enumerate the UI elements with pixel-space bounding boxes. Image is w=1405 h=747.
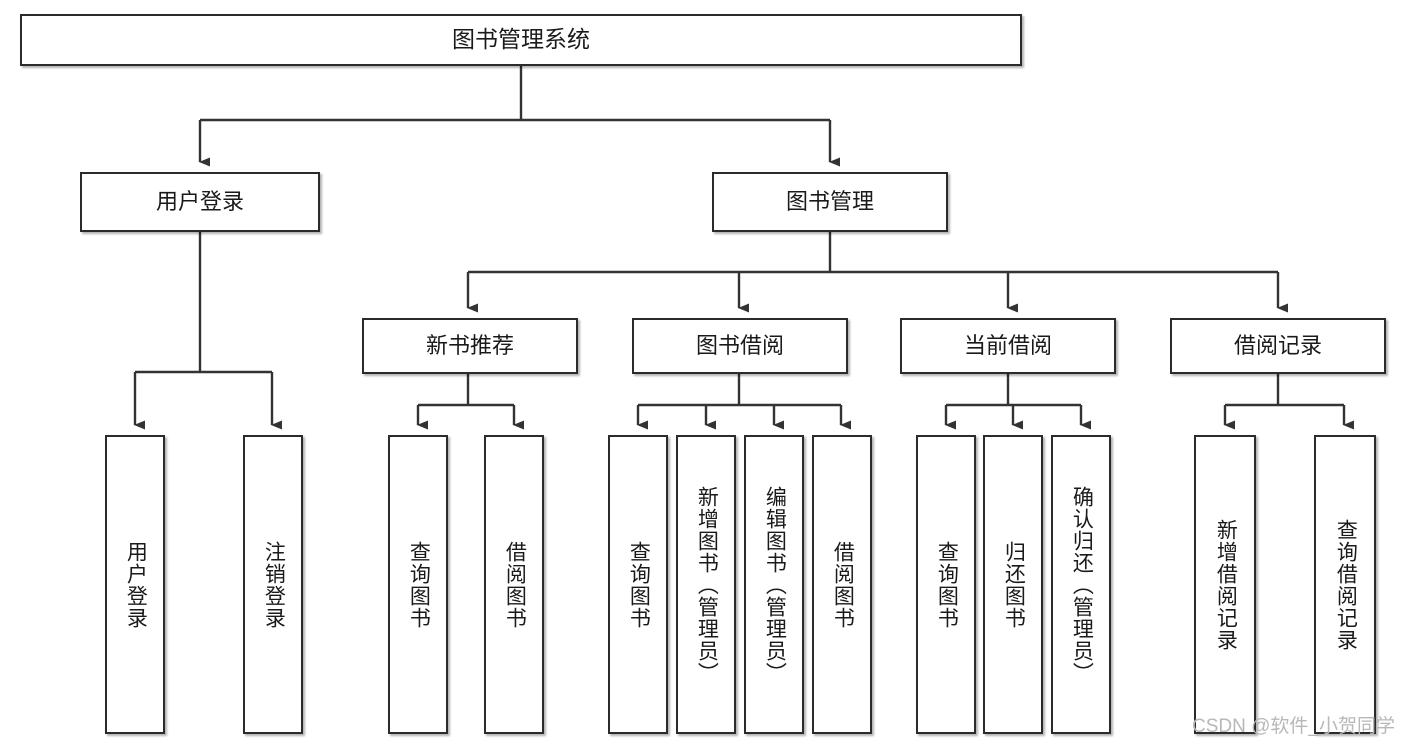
node-label: 归还图书: [1002, 540, 1026, 629]
node-label: 图书管理系统: [452, 26, 590, 53]
leaf-query-book-current[interactable]: 查询图书: [916, 435, 976, 734]
node-book-borrow[interactable]: 图书借阅: [632, 318, 848, 374]
node-user-login[interactable]: 用户登录: [80, 172, 320, 232]
leaf-query-borrow-record[interactable]: 查询借阅记录: [1314, 435, 1376, 734]
node-label: 新增图书（管理员）: [695, 485, 719, 684]
node-label: 当前借阅: [963, 332, 1052, 358]
leaf-query-book-borrow[interactable]: 查询图书: [608, 435, 668, 734]
node-book-management-system[interactable]: 图书管理系统: [20, 14, 1022, 66]
node-label: 图书管理: [785, 188, 874, 214]
leaf-query-book-recommend[interactable]: 查询图书: [388, 435, 448, 734]
node-label: 用户登录: [124, 540, 148, 629]
leaf-edit-book-admin[interactable]: 编辑图书（管理员）: [744, 435, 804, 734]
node-book-management[interactable]: 图书管理: [712, 172, 948, 232]
watermark-text: CSDN @软件_小贺同学: [1192, 716, 1395, 737]
node-label: 借阅图书: [503, 540, 527, 629]
node-label: 查询图书: [935, 540, 959, 629]
node-label: 图书借阅: [695, 332, 784, 358]
leaf-borrow-book[interactable]: 借阅图书: [812, 435, 872, 734]
node-label: 查询图书: [627, 540, 651, 629]
node-label: 编辑图书（管理员）: [763, 485, 787, 684]
leaf-add-book-admin[interactable]: 新增图书（管理员）: [676, 435, 736, 734]
node-label: 新书推荐: [425, 332, 514, 358]
node-label: 查询借阅记录: [1334, 518, 1358, 651]
leaf-logout-login[interactable]: 注销登录: [243, 435, 303, 734]
leaf-confirm-return-admin[interactable]: 确认归还（管理员）: [1051, 435, 1111, 734]
node-new-book-recommend[interactable]: 新书推荐: [362, 318, 578, 374]
leaf-user-login[interactable]: 用户登录: [105, 435, 165, 734]
node-label: 注销登录: [262, 540, 286, 629]
leaf-borrow-book-recommend[interactable]: 借阅图书: [484, 435, 544, 734]
leaf-add-borrow-record[interactable]: 新增借阅记录: [1194, 435, 1256, 734]
leaf-return-book[interactable]: 归还图书: [983, 435, 1043, 734]
node-current-borrow[interactable]: 当前借阅: [900, 318, 1116, 374]
node-label: 借阅记录: [1233, 332, 1322, 358]
node-label: 借阅图书: [831, 540, 855, 629]
node-label: 用户登录: [155, 188, 244, 214]
node-label: 查询图书: [407, 540, 431, 629]
node-label: 确认归还（管理员）: [1070, 485, 1094, 684]
node-label: 新增借阅记录: [1214, 518, 1238, 651]
node-borrow-record[interactable]: 借阅记录: [1170, 318, 1386, 374]
